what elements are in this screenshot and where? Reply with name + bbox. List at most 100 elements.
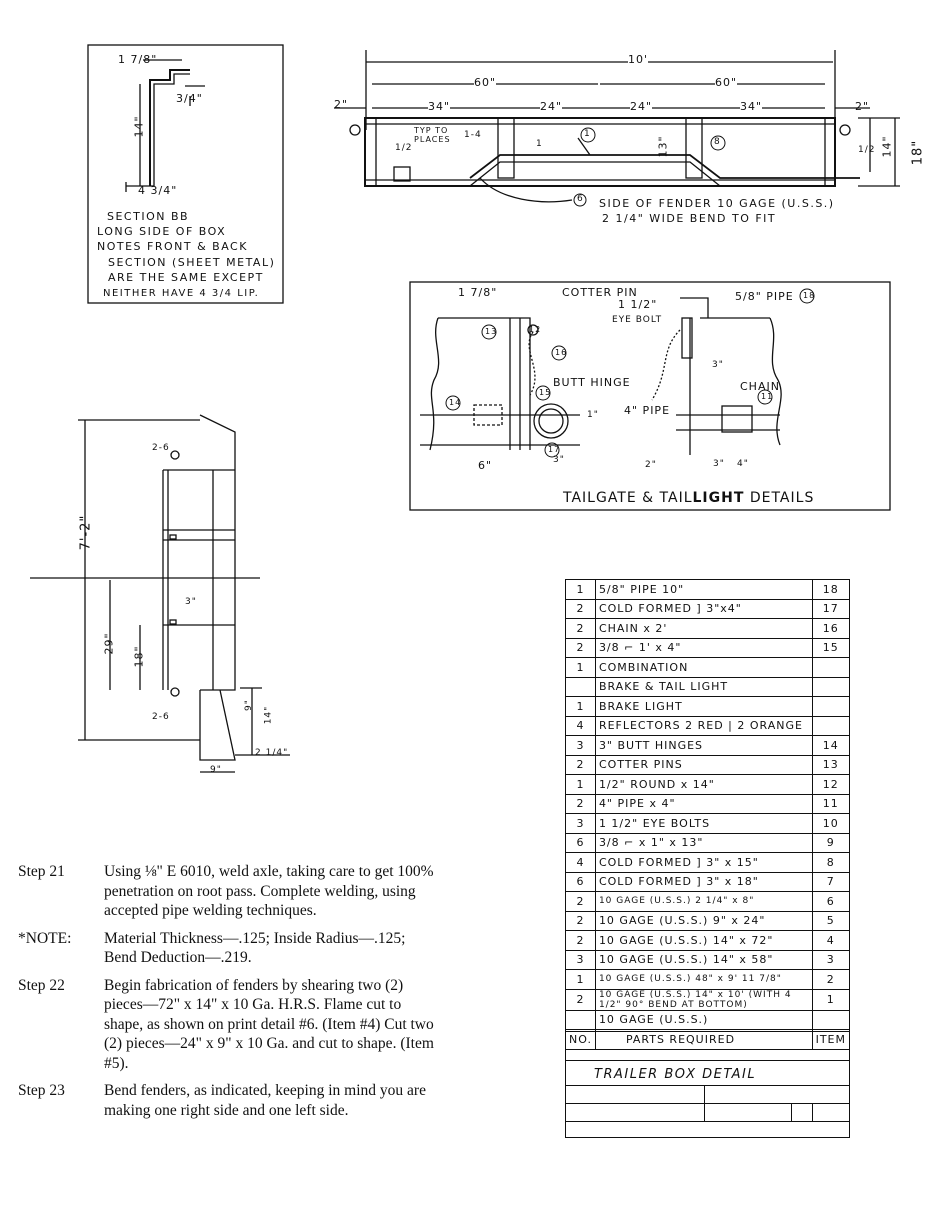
title-block: TRAILER BOX DETAIL	[565, 1031, 850, 1138]
parts-cell-desc: 1/2" ROUND x 14"	[594, 774, 813, 795]
section-bb-note-3: NOTES FRONT & BACK	[97, 240, 248, 253]
section-bb-note-6: NEITHER HAVE 4 3/4 LIP.	[103, 288, 260, 299]
parts-cell-no: 3	[565, 949, 596, 970]
tg-callout-15: 15	[539, 388, 552, 397]
fv-dim-14: 14"	[263, 705, 274, 725]
parts-header-item: ITEM	[811, 1029, 851, 1050]
parts-cell-desc: BRAKE & TAIL LIGHT	[594, 676, 813, 697]
dim-13: 13"	[656, 135, 670, 158]
fv-dim-18: 18"	[132, 645, 146, 668]
fv-dim-29: 29"	[102, 632, 116, 655]
parts-cell-item: 7	[811, 871, 851, 892]
parts-cell-desc: 3" BUTT HINGES	[594, 735, 813, 756]
parts-cell-desc: REFLECTORS 2 RED | 2 ORANGE	[594, 715, 813, 736]
parts-cell-desc: 10 GAGE (U.S.S.) 2 1/4" x 8"	[594, 891, 813, 912]
parts-row: BRAKE & TAIL LIGHT	[565, 676, 851, 697]
fender-note-2: 2 1/4" WIDE BEND TO FIT	[602, 212, 777, 225]
parts-cell-item: 16	[811, 618, 851, 639]
parts-cell-desc: 1 1/2" EYE BOLTS	[594, 813, 813, 834]
parts-cell-no: 2	[565, 793, 596, 814]
tg-dim-2: 2"	[645, 460, 657, 470]
fv-weld-bottom: 2-6	[152, 712, 170, 722]
tg-dim-4: 4"	[737, 459, 749, 469]
fender-note-1: SIDE OF FENDER 10 GAGE (U.S.S.)	[599, 197, 835, 210]
parts-cell-item: 8	[811, 852, 851, 873]
parts-cell-item: 15	[811, 637, 851, 658]
step-note: *NOTE:Material Thickness—.125; Inside Ra…	[18, 929, 406, 967]
parts-cell-item	[811, 657, 851, 678]
tg-callout-16: 16	[555, 348, 568, 357]
parts-cell-no: 1	[565, 774, 596, 795]
fv-weld-top: 2-6	[152, 443, 170, 453]
dim-half-left: 60"	[474, 76, 497, 89]
tg-callout-12: 12	[529, 325, 542, 334]
parts-cell-item: 12	[811, 774, 851, 795]
parts-cell-no: 3	[565, 735, 596, 756]
parts-cell-item	[811, 676, 851, 697]
parts-cell-item: 3	[811, 949, 851, 970]
parts-header-no: NO.	[565, 1029, 596, 1050]
tg-cotter-pin: COTTER PIN	[562, 286, 638, 299]
parts-cell-no: 2	[565, 598, 596, 619]
tailgate-right	[651, 297, 782, 455]
tg-eye-bolt: EYE BOLT	[612, 315, 663, 325]
fv-dim-214: 2 1/4"	[255, 748, 289, 758]
dim-seg-5: 34"	[740, 100, 763, 113]
parts-cell-no: 2	[565, 930, 596, 951]
parts-cell-no: 4	[565, 852, 596, 873]
parts-cell-desc: 10 GAGE (U.S.S.) 14" x 10' (WITH 4 1/2" …	[594, 988, 813, 1011]
parts-cell-no	[565, 1009, 596, 1030]
section-bb-frame	[87, 44, 284, 304]
section-bb-dim-depth: 14"	[132, 115, 146, 138]
parts-cell-no: 2	[565, 754, 596, 775]
parts-cell-item: 5	[811, 910, 851, 931]
title-block-title: TRAILER BOX DETAIL	[594, 1067, 757, 1082]
tg-dim-178: 1 7/8"	[458, 286, 498, 299]
parts-cell-item	[811, 1009, 851, 1030]
weld-note: 1-4	[464, 130, 482, 140]
section-bb-note-4: SECTION (SHEET METAL)	[108, 256, 276, 269]
label-one: 1	[536, 139, 543, 149]
parts-cell-desc: 10 GAGE (U.S.S.) 14" x 58"	[594, 949, 813, 970]
section-bb-dim-lip: 3/4"	[176, 92, 203, 105]
dim-seg-2: 34"	[428, 100, 451, 113]
parts-cell-desc: 3/8 ⌐ x 1" x 13"	[594, 832, 813, 853]
parts-cell-desc: 10 GAGE (U.S.S.)	[594, 1009, 813, 1030]
parts-cell-desc: 10 GAGE (U.S.S.) 9" x 24"	[594, 910, 813, 931]
callout-item-1: 1	[584, 129, 591, 139]
dim-seg-4: 24"	[630, 100, 653, 113]
tg-callout-13: 13	[485, 327, 498, 336]
fv-dim-3: 3"	[185, 597, 197, 607]
dim-14: 14"	[880, 135, 894, 158]
side-view	[334, 50, 900, 203]
parts-cell-desc: COLD FORMED ] 3" x 15"	[594, 852, 813, 873]
tg-pipe-4: 4" PIPE	[624, 404, 671, 417]
fv-dim-9b: 9"	[210, 765, 222, 775]
parts-row: 10 GAGE (U.S.S.)	[565, 1009, 851, 1030]
tg-dim-3c: 3"	[713, 459, 725, 469]
section-bb-note-5: ARE THE SAME EXCEPT	[108, 271, 264, 284]
parts-cell-item: 2	[811, 969, 851, 990]
tailgate-frame	[409, 281, 891, 511]
parts-cell-desc: BRAKE LIGHT	[594, 696, 813, 717]
fender-view	[30, 414, 290, 773]
parts-cell-item: 4	[811, 930, 851, 951]
parts-cell-desc: 3/8 ⌐ 1' x 4"	[594, 637, 813, 658]
parts-cell-item: 17	[811, 598, 851, 619]
